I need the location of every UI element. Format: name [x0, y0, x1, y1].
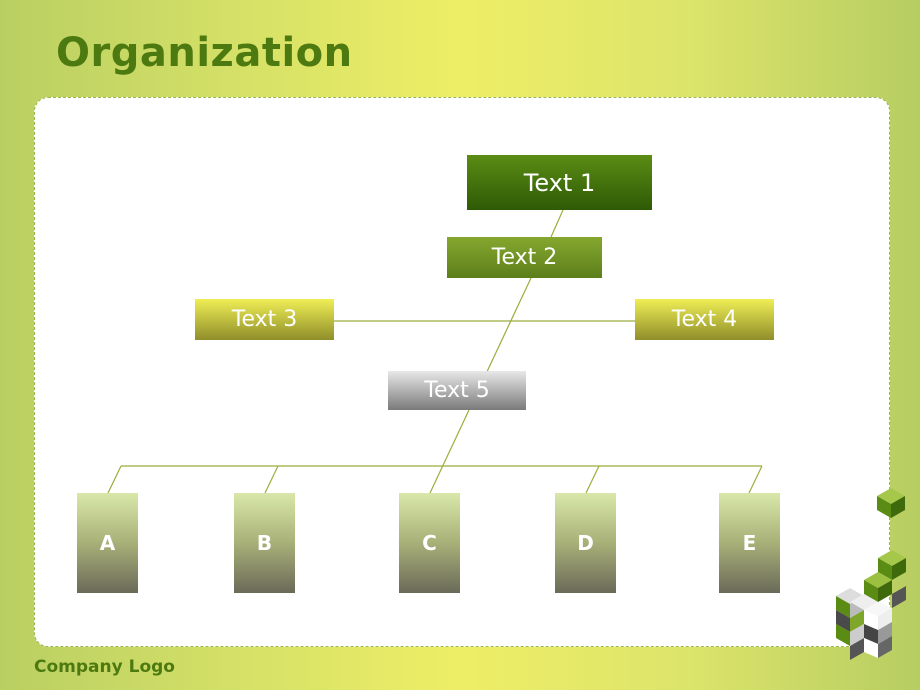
org-leaf-a: A: [77, 493, 138, 593]
org-node-text-1: Text 1: [467, 155, 652, 210]
org-node-text-4: Text 4: [635, 299, 774, 340]
decorative-cubes-icon: [836, 488, 906, 660]
org-node-text-2: Text 2: [447, 237, 602, 278]
org-leaf-b: B: [234, 493, 295, 593]
company-logo: Company Logo: [34, 657, 175, 677]
org-leaf-e: E: [719, 493, 780, 593]
org-node-text-3: Text 3: [195, 299, 334, 340]
org-leaf-c: C: [399, 493, 460, 593]
org-node-text-5: Text 5: [388, 371, 526, 410]
org-leaf-d: D: [555, 493, 616, 593]
slide-title: Organization: [56, 30, 353, 76]
